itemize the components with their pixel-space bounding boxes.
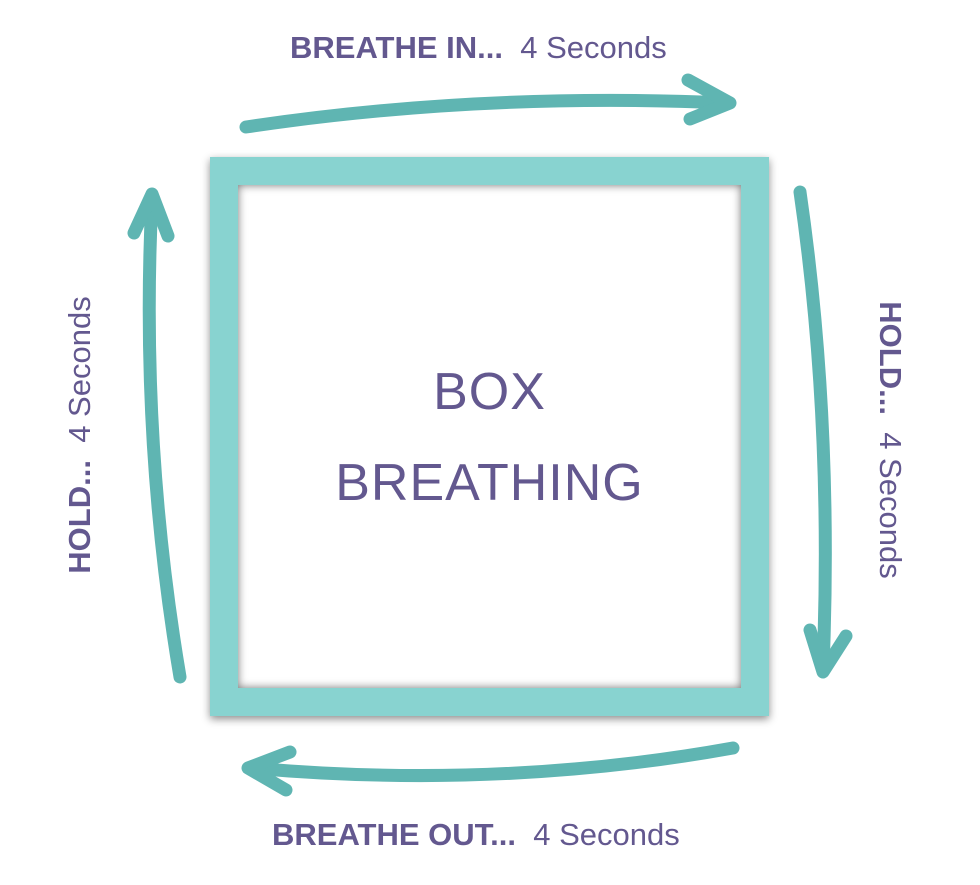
arrowhead-left — [127, 187, 175, 243]
breathing-box-frame — [210, 157, 769, 716]
arrowhead-bottom — [241, 745, 297, 797]
arrowhead-right — [803, 623, 853, 679]
center-title-line1: BOX — [433, 363, 546, 421]
step-breathe-out-action: BREATHE OUT... — [272, 817, 516, 852]
step-breathe-in-duration: 4 Seconds — [520, 30, 667, 65]
step-breathe-out-label: BREATHE OUT... 4 Seconds — [272, 817, 680, 853]
step-hold-right-duration: 4 Seconds — [873, 432, 908, 579]
arrow-right — [793, 185, 832, 675]
arrow-left — [142, 191, 187, 684]
step-hold-left-label: HOLD... 4 Seconds — [62, 296, 98, 573]
step-breathe-in-label: BREATHE IN... 4 Seconds — [290, 30, 667, 66]
step-hold-left-action: HOLD... — [62, 460, 97, 574]
arrow-bottom — [245, 741, 740, 783]
step-hold-right-action: HOLD... — [873, 301, 908, 415]
step-breathe-in-action: BREATHE IN... — [290, 30, 503, 65]
step-hold-left-duration: 4 Seconds — [62, 296, 97, 443]
step-breathe-out-duration: 4 Seconds — [533, 817, 680, 852]
arrow-top — [239, 93, 735, 134]
step-hold-right-label: HOLD... 4 Seconds — [872, 301, 908, 578]
center-title-line2: BREATHING — [335, 454, 644, 512]
arrowhead-top — [681, 73, 737, 126]
